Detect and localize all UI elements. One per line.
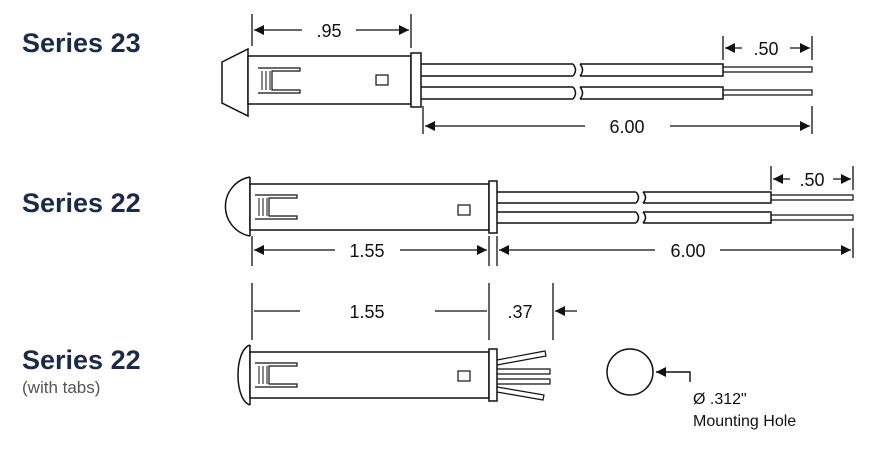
mounting-hole-circle	[606, 348, 654, 396]
s22t-dimensions	[251, 283, 577, 340]
s22-dome-lens	[224, 176, 251, 237]
s22t-tab-lower	[496, 386, 545, 401]
s23-wire-lower	[421, 86, 724, 100]
s22-strip-length: .50	[799, 170, 824, 190]
s23-body-length: .95	[316, 21, 341, 41]
s22-wire-lower	[497, 211, 772, 224]
mounting-hole-diameter: Ø .312"	[693, 391, 747, 408]
s22t-body-length: 1.55	[349, 302, 384, 322]
s22t-lens	[237, 344, 251, 406]
s23-strip-length: .50	[753, 39, 778, 59]
s23-window	[375, 74, 389, 86]
s22-body-length: 1.55	[349, 241, 384, 261]
s23-lead-length: 6.00	[609, 117, 644, 137]
s22t-clip	[255, 362, 298, 388]
series-22-title: Series 22	[22, 188, 141, 218]
series-22-lamp	[224, 176, 854, 237]
mounting-hole-label: Mounting Hole	[693, 413, 796, 430]
s23-strip-ends	[723, 66, 813, 96]
s23-lens-cap	[221, 47, 249, 118]
s23-dimensions	[251, 14, 813, 134]
s23-wire-upper	[421, 63, 724, 77]
s22t-body	[249, 351, 490, 399]
s22t-terminal-mid	[497, 368, 551, 385]
s22t-window	[457, 370, 471, 382]
s22t-collar	[488, 348, 498, 402]
s23-body	[247, 55, 412, 105]
s23-collar	[410, 52, 422, 108]
series-23-title: Series 23	[22, 28, 141, 58]
series-22-tabs-lamp	[237, 344, 551, 406]
s22-strip-ends	[771, 194, 854, 221]
mounting-hole-leader	[656, 367, 691, 382]
series-22-tabs-subtitle: (with tabs)	[22, 378, 101, 397]
s22-window	[457, 204, 471, 216]
s22-collar	[488, 180, 498, 234]
series-23-lamp	[221, 47, 813, 118]
s22t-tab-length: .37	[507, 302, 532, 322]
s22-clip	[255, 194, 298, 220]
s22t-tab-upper	[496, 350, 547, 366]
s22-wire-upper	[497, 191, 772, 204]
series-22-tabs-title: Series 22	[22, 345, 141, 375]
s22-body	[249, 183, 490, 231]
s22-dimensions	[251, 166, 854, 266]
s23-clip	[258, 67, 301, 94]
s22-lead-length: 6.00	[670, 241, 705, 261]
